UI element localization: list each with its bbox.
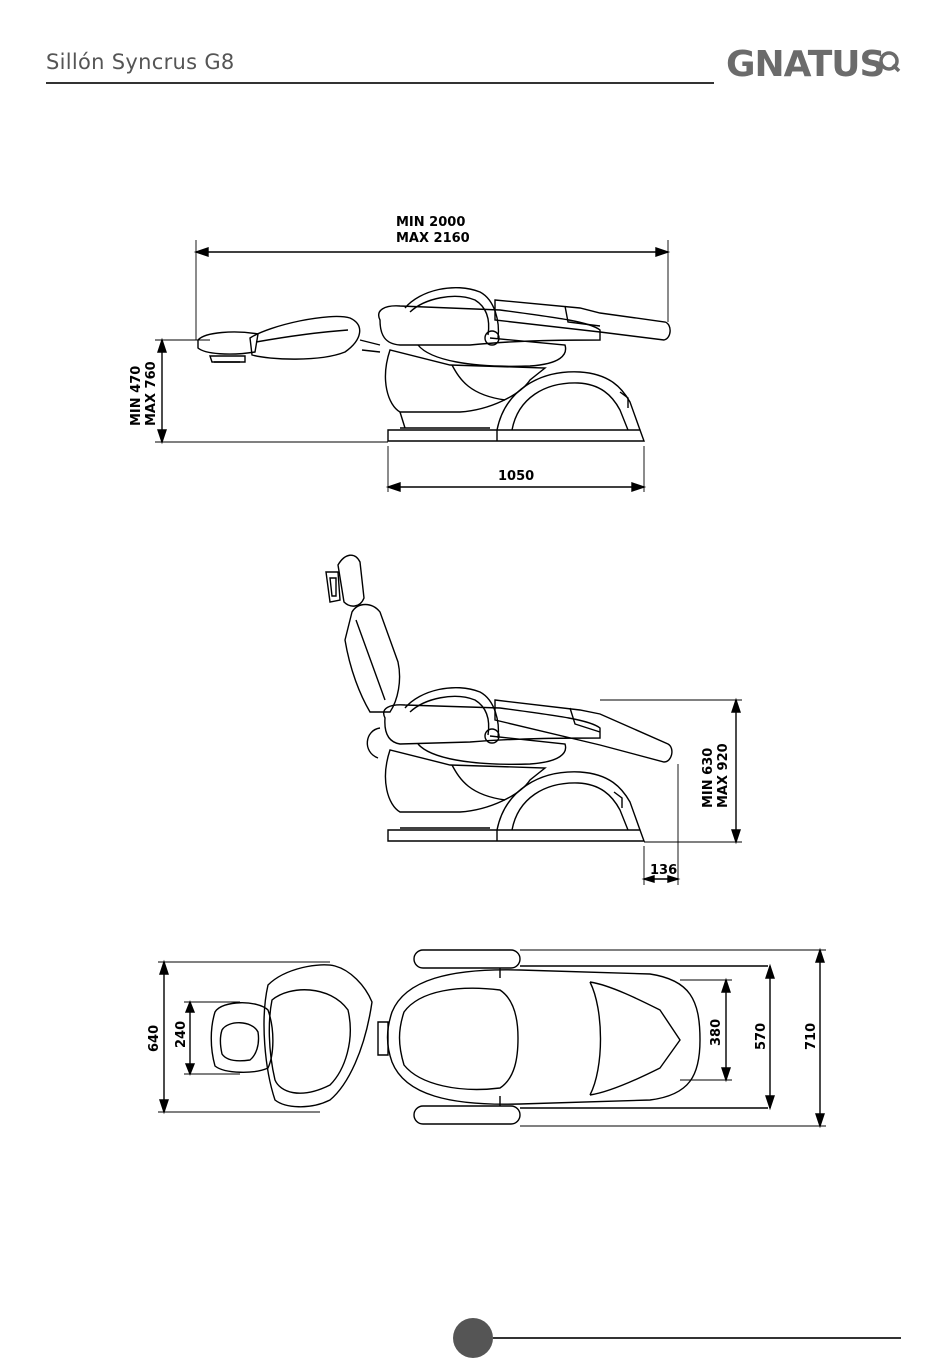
page-number-dot xyxy=(453,1318,493,1358)
chair-top-view xyxy=(211,950,768,1124)
seat-width-label: 380 xyxy=(709,1019,724,1046)
footer-divider xyxy=(493,1337,901,1339)
length-max-label: MAX 2160 xyxy=(396,231,470,246)
dimension-seat-width xyxy=(680,980,732,1080)
dimension-head-cushion-width xyxy=(184,1002,240,1074)
headrest-width-label: 640 xyxy=(147,1025,162,1052)
armrest-outer-label: 710 xyxy=(804,1023,819,1050)
height-max-label: MAX 760 xyxy=(144,361,159,426)
dimension-armrest-outer xyxy=(520,950,826,1126)
armrest-inner-label: 570 xyxy=(754,1023,769,1050)
dimension-height-reclined xyxy=(155,340,388,442)
offset-label: 136 xyxy=(650,863,677,878)
upright-height-max-label: MAX 920 xyxy=(716,743,731,808)
chair-side-upright xyxy=(326,555,672,841)
height-min-label: MIN 470 xyxy=(129,366,144,426)
base-length-label: 1050 xyxy=(498,469,534,484)
length-min-label: MIN 2000 xyxy=(396,215,465,230)
head-cushion-width-label: 240 xyxy=(174,1021,189,1048)
chair-side-reclined xyxy=(198,288,670,441)
upright-height-min-label: MIN 630 xyxy=(701,748,716,808)
